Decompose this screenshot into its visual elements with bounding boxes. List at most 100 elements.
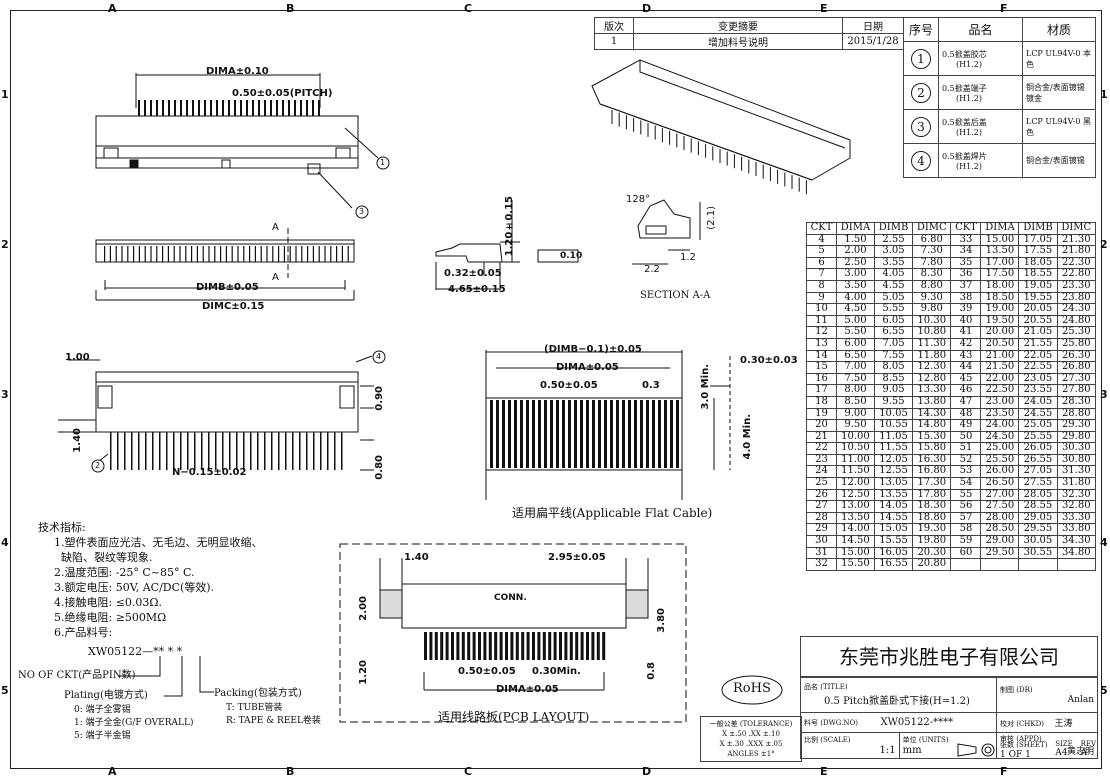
pin: [456, 632, 460, 660]
notes-item: 6.产品料号:: [54, 626, 113, 639]
pin: [334, 432, 336, 470]
dim-table-cell: 15: [806, 361, 837, 374]
pin: [440, 632, 444, 660]
pin: [124, 432, 126, 470]
pin: [591, 632, 595, 660]
zone-label-row: 2: [1100, 238, 1108, 251]
zone-label-row: 1: [1100, 88, 1108, 101]
notes-item: 3.额定电压: 50V, AC/DC(等效).: [54, 581, 215, 594]
pin: [670, 400, 673, 468]
pin: [574, 400, 577, 468]
pin: [109, 246, 111, 262]
pin: [496, 400, 499, 468]
pin: [596, 632, 600, 660]
dim-100: 1.00: [65, 352, 90, 363]
pin: [180, 100, 182, 116]
pin: [472, 632, 476, 660]
cable-caption: 适用扁平线(Applicable Flat Cable): [512, 506, 713, 520]
pin: [104, 246, 106, 262]
pin: [592, 400, 595, 468]
pin: [117, 432, 119, 470]
pin: [434, 632, 438, 660]
pin: [191, 246, 193, 262]
pin: [294, 100, 296, 116]
mat-ver: (H1.2): [956, 127, 982, 137]
top-view: [95, 228, 355, 301]
mat-header-material: 材质: [1022, 17, 1096, 42]
pin: [198, 100, 200, 116]
packing-title: Packing(包装方式): [214, 688, 302, 699]
dim-table-cell: 42: [950, 337, 982, 351]
pin: [461, 632, 465, 660]
pin: [276, 100, 278, 116]
pin: [580, 632, 584, 660]
pin: [187, 432, 189, 470]
pin: [180, 432, 182, 470]
dwg-value: XW05122-****: [880, 717, 954, 728]
dim-pcb-295: 2.95±0.05: [548, 552, 606, 563]
pin: [243, 246, 245, 262]
dim-table-cell: 9.30: [912, 291, 952, 305]
pin: [562, 400, 565, 468]
dr-value: Anlan: [1067, 694, 1094, 705]
sheet-value: 1 OF 1: [1000, 750, 1031, 760]
mat-name: 0.5掀盖胶芯: [942, 49, 987, 59]
rev-date: 2015/1/28: [842, 33, 904, 50]
mat-ver: (H1.2): [956, 59, 982, 69]
pin: [559, 632, 562, 660]
mat-ver: (H1.2): [956, 93, 982, 103]
dim-table-cell: 33.80: [1056, 523, 1097, 537]
dim-table-cell: 57: [950, 511, 982, 525]
pin: [186, 100, 188, 116]
pin: [580, 400, 583, 468]
pin: [306, 100, 308, 116]
pin: [220, 246, 222, 262]
pin: [150, 100, 152, 116]
pin: [174, 100, 176, 116]
pin: [548, 632, 552, 660]
pin: [264, 100, 266, 116]
dim-table-cell: 28.00: [980, 511, 1020, 525]
pin: [300, 100, 302, 116]
pin: [285, 432, 287, 470]
dim-table-cell: 60: [950, 546, 982, 560]
mat-no: 4: [911, 150, 931, 171]
dim-table-cell: 39: [950, 303, 982, 316]
notes-title: 技术指标:: [38, 521, 86, 534]
pin: [313, 432, 315, 470]
pin: [252, 100, 254, 116]
pin: [467, 632, 471, 660]
pin: [179, 246, 181, 262]
pin: [234, 100, 236, 116]
pin: [324, 246, 326, 262]
pin: [289, 246, 291, 262]
section-mark-a-bottom: A: [272, 272, 279, 283]
zone-label-row: 5: [1100, 684, 1108, 697]
pin: [306, 432, 308, 470]
pin: [194, 432, 196, 470]
mat-material: LCP UL94V-0 本色: [1022, 41, 1096, 76]
pin: [515, 632, 519, 660]
plating-list: 0: 端子全雾锡 1: 端子全金(G/F OVERALL) 5: 端子半金锡: [74, 704, 194, 743]
dim-table-cell: 34.30: [1056, 535, 1097, 548]
zone-label-col: F: [1000, 2, 1008, 15]
pin: [320, 432, 322, 470]
pin: [312, 100, 314, 116]
callout-1: 1: [380, 158, 386, 167]
pin: [537, 632, 541, 660]
dim-table-header: DIMA: [836, 222, 875, 235]
zone-label-row: 5: [1, 684, 9, 697]
pin: [569, 632, 573, 660]
pin: [167, 246, 169, 262]
mat-name: 0.5掀盖端子: [942, 83, 987, 93]
units-label: 单位 (UNITS): [902, 736, 949, 744]
plating-title: Plating(电镀方式): [64, 690, 148, 701]
title-label: 品名 (TITLE): [804, 683, 848, 691]
pin: [282, 100, 284, 116]
plating-option: 0: 端子全雾锡: [74, 705, 131, 715]
packing-option: T: TUBE管装: [226, 703, 283, 713]
